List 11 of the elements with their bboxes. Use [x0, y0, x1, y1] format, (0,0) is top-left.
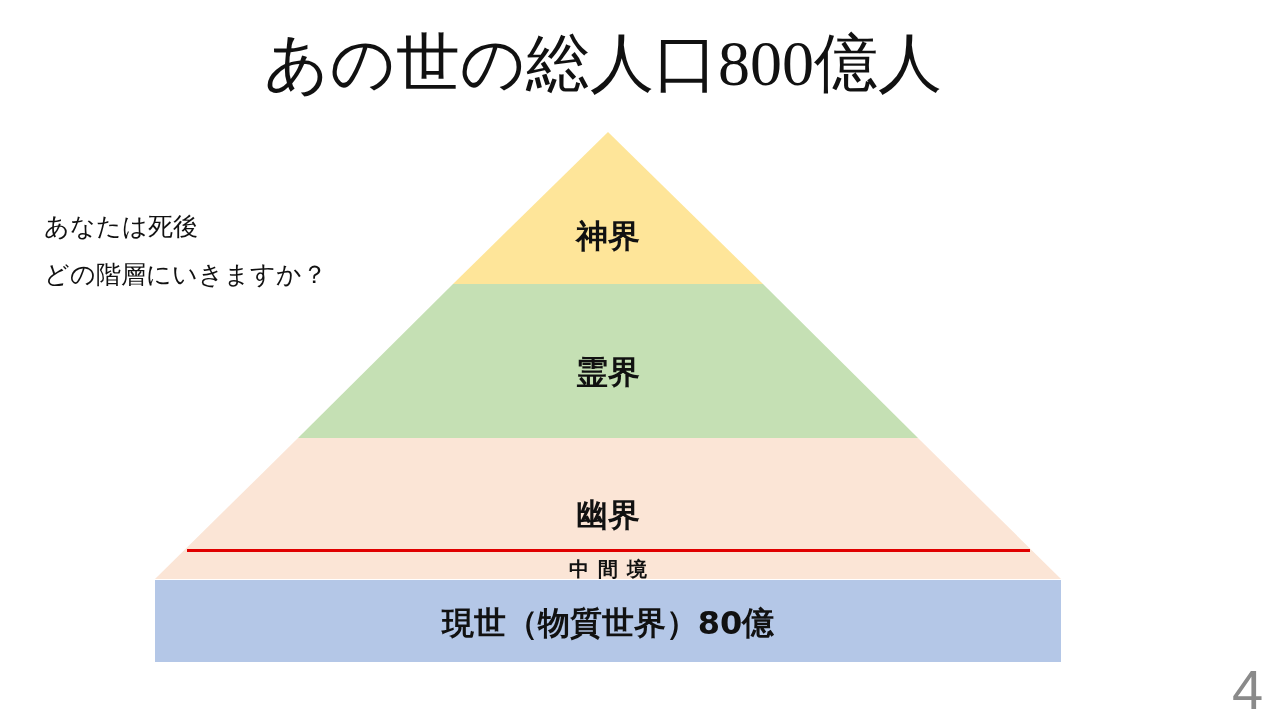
base-band — [155, 580, 1061, 662]
question-text: どの階層にいきますか？ — [44, 260, 327, 290]
pyramid-tier — [155, 438, 1061, 579]
title: あの世の総人口800億人 — [264, 27, 942, 101]
tier-label: 霊界 — [576, 352, 640, 392]
question-text: あなたは死後 — [44, 212, 198, 242]
tier-label: 神界 — [576, 216, 640, 256]
sublayer-label: 中間境 — [568, 557, 656, 582]
tier-label: 幽界 — [576, 495, 640, 535]
page-number: 4 — [1232, 657, 1264, 720]
tier-label: 現世（物質世界）80億 — [441, 603, 775, 643]
